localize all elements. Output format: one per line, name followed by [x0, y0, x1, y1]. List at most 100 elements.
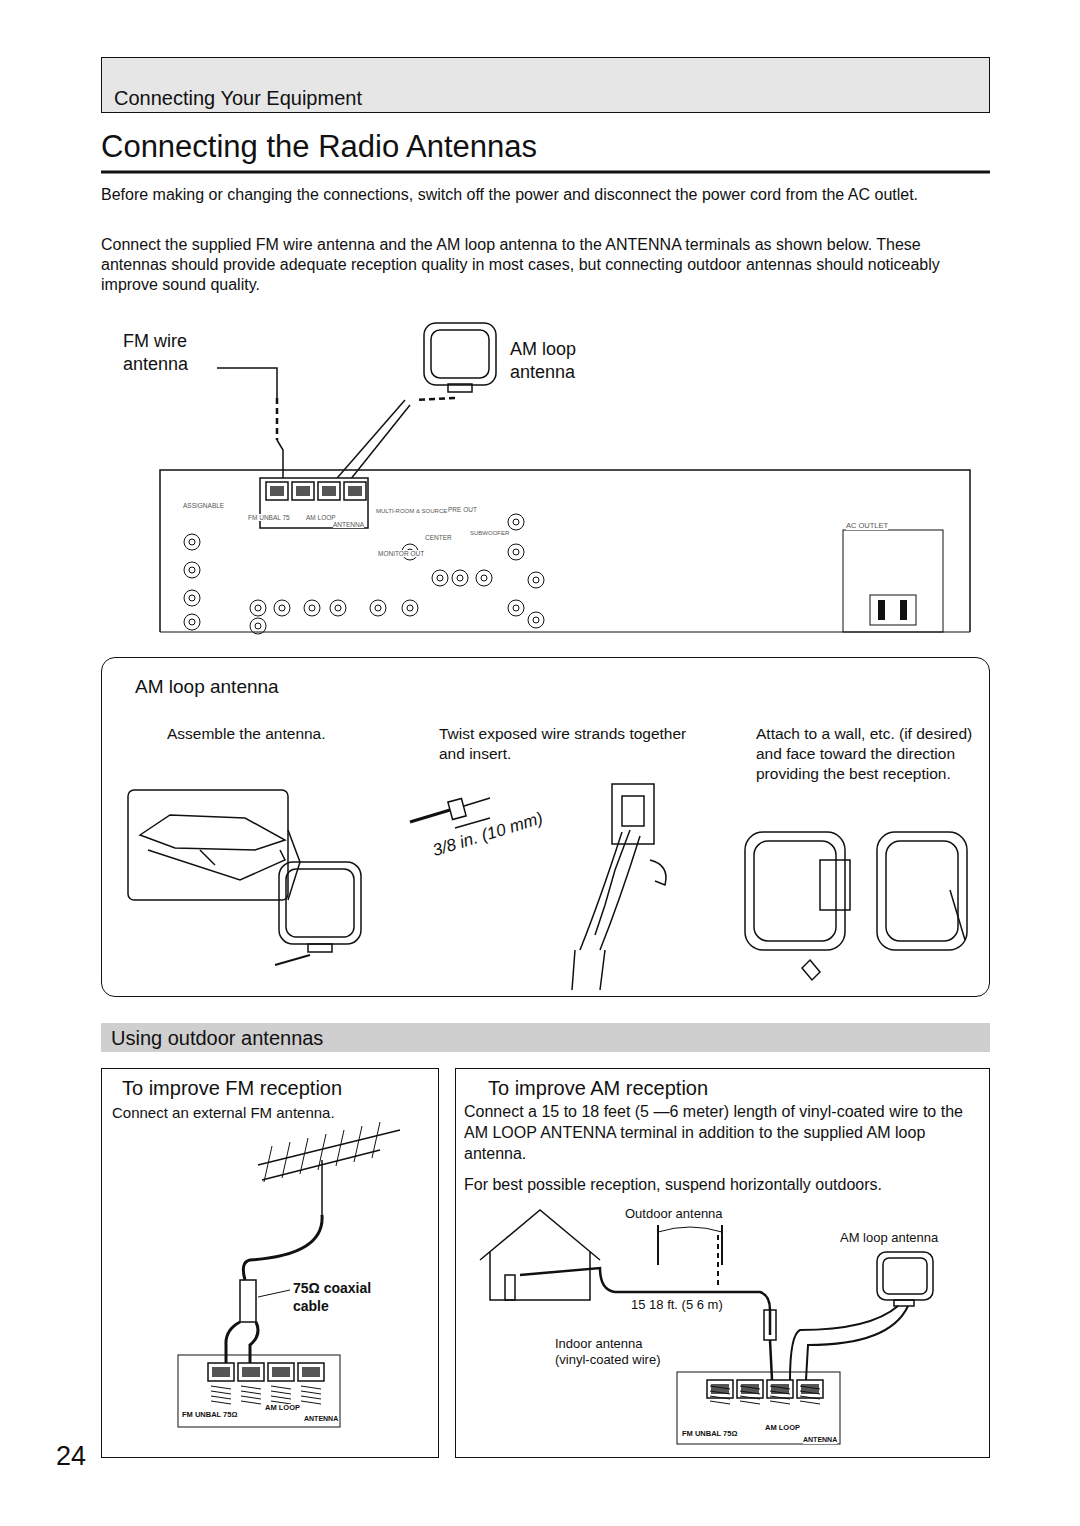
circle-stroke [274, 600, 290, 616]
circle-stroke [184, 590, 200, 606]
rect-stroke [505, 1275, 515, 1300]
circle-stroke [304, 600, 320, 616]
circle-stroke [402, 600, 418, 616]
rect-stroke [266, 482, 288, 500]
circle-stroke [279, 605, 285, 611]
line-stroke [271, 1396, 291, 1399]
panel-label: MULTI-ROOM & SOURCE [376, 508, 447, 515]
line-stroke [710, 1396, 730, 1399]
line-stroke [336, 1130, 344, 1166]
part-name: 3/8 in. (10 mm) [430, 800, 570, 861]
line-stroke [354, 1126, 362, 1162]
panel-label: AC OUTLET [846, 522, 888, 530]
rect-stroke [900, 600, 907, 620]
line-stroke [770, 1386, 790, 1389]
panel-label: ANTENNA [333, 521, 364, 528]
circle-stroke [189, 567, 195, 573]
intro-text: Connect the supplied FM wire antenna and… [101, 235, 981, 295]
rect-stroke [322, 486, 336, 496]
line-stroke [770, 1396, 790, 1399]
circle-stroke [255, 605, 261, 611]
line-stroke [334, 405, 410, 500]
circle-stroke [508, 600, 524, 616]
part-name: FM wire antenna [123, 330, 233, 375]
line-stroke [271, 1391, 291, 1394]
path-stroke [572, 950, 605, 990]
rect-stroke [296, 486, 310, 496]
part-name: AM LOOP [765, 1424, 800, 1432]
rect-stroke [764, 1310, 776, 1340]
line-stroke [264, 1146, 272, 1182]
rect-stroke [877, 832, 967, 950]
circle-stroke [513, 549, 519, 555]
circle-stroke [184, 534, 200, 550]
part-name: Indoor antenna (vinyl-coated wire) [555, 1336, 675, 1369]
part-name: FM UNBAL 75Ω [182, 1411, 237, 1419]
rect-stroke [308, 944, 332, 952]
panel-label: PRE OUT [448, 506, 477, 513]
rect-stroke [883, 1258, 927, 1294]
line-stroke [301, 1396, 321, 1399]
line-stroke [321, 1160, 323, 1215]
rect-stroke [820, 860, 850, 910]
part-name: 75Ω coaxial cable [293, 1280, 403, 1315]
rect-stroke [878, 600, 885, 620]
rect-stroke [448, 798, 466, 819]
rect-stroke [745, 832, 845, 950]
circle-stroke [452, 570, 468, 586]
line-stroke [464, 798, 490, 806]
rect-stroke [754, 841, 836, 941]
circle-stroke [189, 539, 195, 545]
line-stroke [950, 890, 965, 940]
part-name: Outdoor antenna [625, 1206, 745, 1222]
line-stroke [282, 1142, 290, 1178]
line-stroke [241, 1396, 261, 1399]
rect-stroke [344, 482, 366, 500]
path-stroke [243, 1215, 322, 1280]
part-name: FM UNBAL 75Ω [682, 1430, 737, 1438]
rect-stroke [279, 862, 361, 944]
path-stroke [140, 815, 285, 850]
rect-stroke [448, 384, 472, 392]
circle-stroke [375, 605, 381, 611]
rect-stroke [870, 595, 916, 625]
panel-label: MONITOR OUT [378, 550, 424, 557]
rect-stroke [843, 530, 943, 632]
rect-stroke [801, 1384, 819, 1394]
line-stroke [415, 398, 455, 400]
rect-stroke [737, 1380, 763, 1398]
box-text: Attach to a wall, etc. (if desired) and … [756, 724, 981, 784]
g-stroke [707, 1380, 823, 1404]
rect-stroke [431, 330, 489, 378]
rect-stroke [208, 1363, 234, 1381]
path-stroke [480, 1210, 600, 1300]
line-stroke [211, 1391, 231, 1394]
circle-stroke [189, 595, 195, 601]
circle-stroke [528, 572, 544, 588]
box-heading: AM loop antenna [135, 675, 435, 700]
rect-stroke [771, 1384, 789, 1394]
circle-stroke [255, 623, 261, 629]
box-text: Connect a 15 to 18 feet (5 —6 meter) len… [464, 1102, 984, 1164]
intro-text: Before making or changing the connection… [101, 185, 981, 205]
circle-stroke [481, 575, 487, 581]
rect-stroke [272, 1367, 290, 1377]
line-stroke [710, 1391, 730, 1394]
rect-stroke [424, 323, 496, 385]
box-text: Connect an external FM antenna. [112, 1103, 432, 1123]
line-stroke [800, 1401, 820, 1404]
line-stroke [770, 1391, 790, 1394]
rect-stroke [242, 1367, 260, 1377]
circle-stroke [508, 544, 524, 560]
line-stroke [372, 1122, 380, 1158]
path-stroke [770, 1340, 772, 1380]
rect-stroke [128, 790, 288, 900]
line-stroke [288, 830, 300, 862]
line-stroke [410, 810, 450, 822]
line-stroke [800, 1391, 820, 1394]
box-heading: Using outdoor antennas [111, 1025, 611, 1051]
rect-stroke [677, 1372, 840, 1444]
rect-stroke [270, 486, 284, 496]
line-stroke [740, 1386, 760, 1389]
circle-stroke [457, 575, 463, 581]
